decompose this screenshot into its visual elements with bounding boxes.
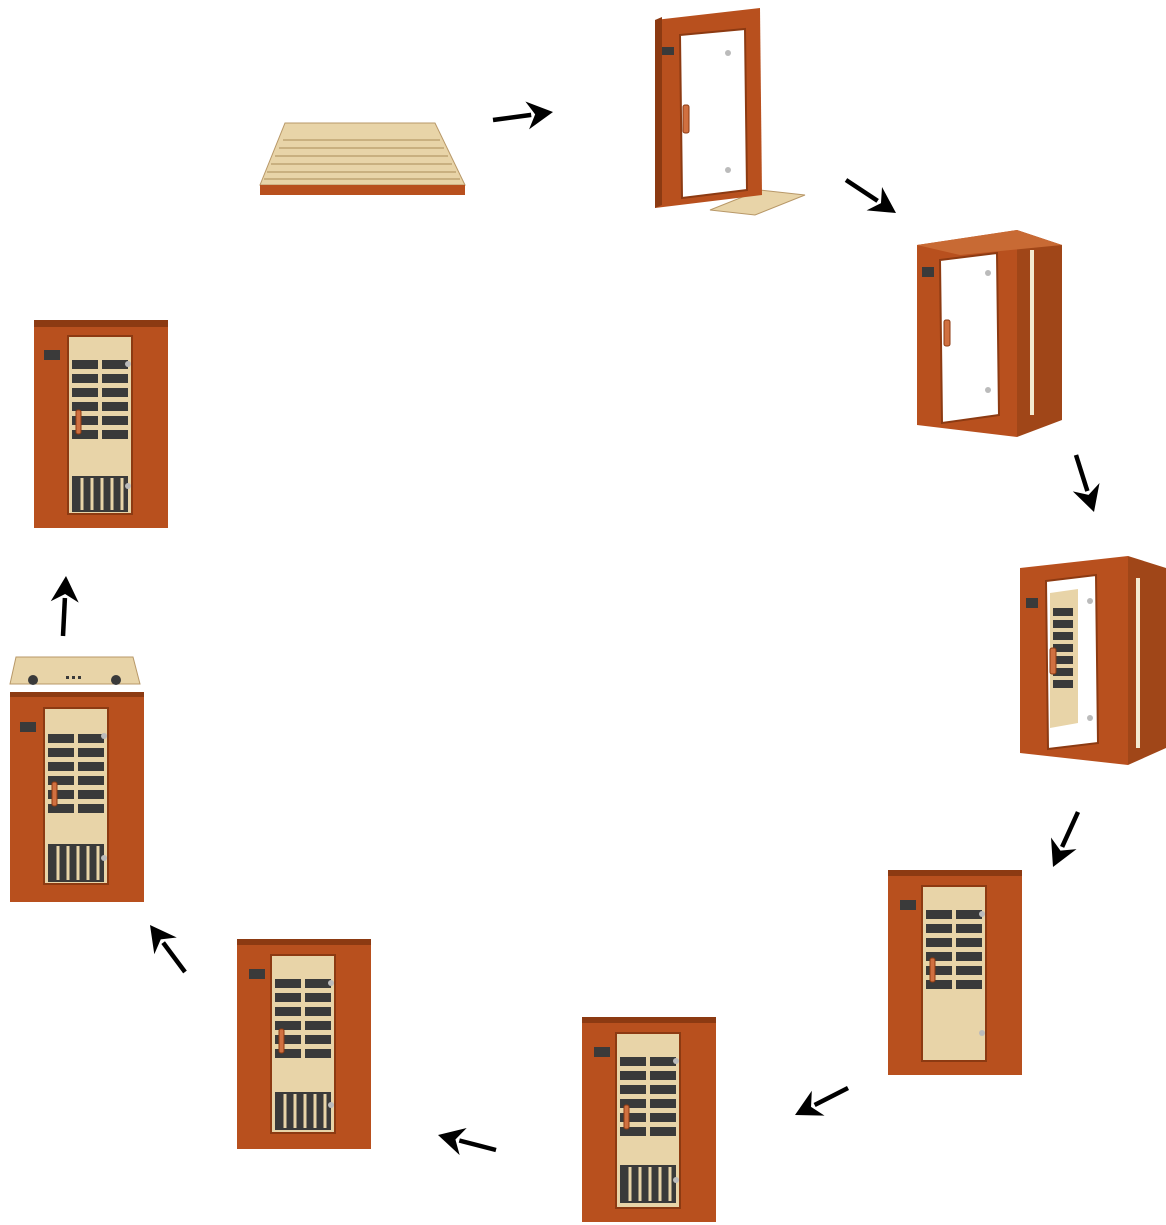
arrow-step-8-to-9 xyxy=(51,576,79,636)
step-3-walls xyxy=(912,225,1067,445)
step-5-bench-front xyxy=(886,868,1026,1078)
step-6-lower-heater xyxy=(580,1015,720,1225)
arrow-step-6-to-7 xyxy=(438,1128,496,1155)
step-2-front-panel xyxy=(650,5,810,225)
step-7-full-heaters xyxy=(235,937,375,1152)
arrow-step-3-to-4 xyxy=(1073,455,1100,512)
arrow-step-7-to-8 xyxy=(150,925,185,972)
step-4-interior-heaters xyxy=(1018,553,1166,773)
arrow-step-4-to-5 xyxy=(1051,812,1078,867)
arrow-step-2-to-3 xyxy=(846,180,896,213)
arrow-step-5-to-6 xyxy=(795,1088,848,1116)
step-8-roof-placement xyxy=(8,652,148,907)
step-1-floor-panel xyxy=(255,120,470,200)
arrow-step-1-to-2 xyxy=(493,102,553,130)
step-9-completed-sauna xyxy=(32,318,172,533)
